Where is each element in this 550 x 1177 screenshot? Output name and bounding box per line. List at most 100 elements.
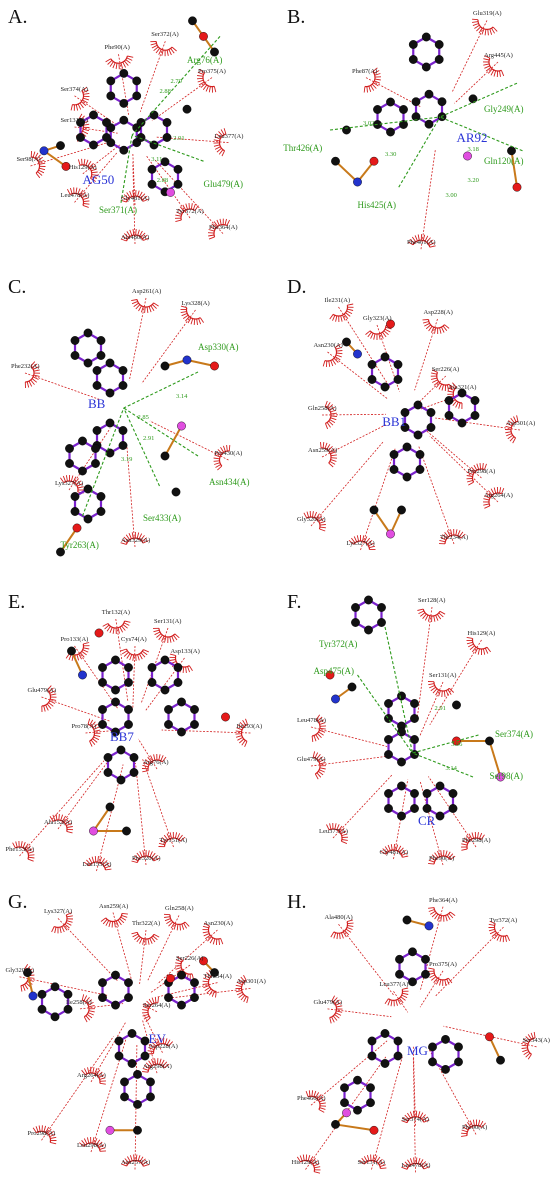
interaction-diagram xyxy=(329,18,523,250)
atom xyxy=(105,448,115,458)
residue-label: Ser98(A) xyxy=(16,156,41,163)
hydrophobic-contact-arc xyxy=(488,920,511,943)
residue-label: Asp301(A) xyxy=(236,978,266,986)
atom xyxy=(470,411,480,420)
atom xyxy=(127,1029,137,1038)
ligand-link xyxy=(116,675,166,717)
contact-line xyxy=(327,351,388,399)
residue-label: Asp261(A) xyxy=(132,288,162,295)
atom xyxy=(397,781,406,791)
contact-line xyxy=(135,762,147,866)
atom xyxy=(397,505,406,515)
contact-line xyxy=(429,435,499,503)
contact-line xyxy=(412,1057,416,1173)
residue-label: Thr234(A) xyxy=(440,534,469,541)
atom xyxy=(421,954,430,964)
residue-label: Ser374(A) xyxy=(401,1115,429,1123)
residue-label: Asn329(A) xyxy=(121,537,151,544)
atom xyxy=(124,663,133,672)
atom xyxy=(413,400,423,410)
contact-line xyxy=(429,639,482,726)
contact-line xyxy=(19,760,105,857)
residue-label: Tyr151(A) xyxy=(159,837,188,844)
hbond-residue-label: Tyr372(A) xyxy=(319,639,358,649)
hydrophobic-contact-arc xyxy=(320,442,338,468)
atom xyxy=(422,789,432,798)
residue-label: Phe364(A) xyxy=(429,896,458,904)
hydrophobic-contact-arc xyxy=(131,850,160,864)
atom xyxy=(410,714,419,723)
atom xyxy=(94,628,104,638)
residue-bond xyxy=(373,509,392,535)
atom xyxy=(173,164,183,174)
atom xyxy=(331,1119,340,1129)
atom xyxy=(132,91,142,101)
atom xyxy=(190,993,199,1003)
atom xyxy=(106,76,116,86)
atom xyxy=(410,789,419,798)
atom xyxy=(147,663,157,672)
atom xyxy=(366,1098,375,1108)
atom xyxy=(325,670,335,680)
atom xyxy=(364,625,373,635)
panel-letter: G. xyxy=(8,891,28,913)
hydrophobic-contact-arc xyxy=(235,718,248,747)
atom xyxy=(441,1034,450,1044)
atom xyxy=(92,381,102,390)
contact-line xyxy=(414,318,438,391)
atom xyxy=(124,705,133,714)
hydrophobic-contact-arc xyxy=(430,369,453,392)
atom xyxy=(65,459,74,468)
atom xyxy=(470,396,480,405)
atom xyxy=(124,993,133,1003)
residue-label: Ser131(A) xyxy=(357,1159,385,1167)
atom xyxy=(72,523,82,533)
hbond-distance-label: 2.91 xyxy=(143,435,155,442)
residue-label: Ser374(A) xyxy=(60,85,88,93)
panel-letter: C. xyxy=(8,276,27,298)
contact-line xyxy=(420,150,436,250)
contact-line xyxy=(419,970,444,1008)
atom xyxy=(164,720,173,729)
residue-label: Phe466(A) xyxy=(297,1095,326,1103)
residue-label: Ala152(A) xyxy=(44,819,73,826)
atom xyxy=(50,982,60,992)
atom xyxy=(399,120,408,129)
atom xyxy=(395,969,404,979)
atom xyxy=(111,727,120,737)
atom xyxy=(386,319,395,329)
hbond-residue-label: Asp330(A) xyxy=(198,342,239,352)
residue-label: Leu377(A) xyxy=(319,828,348,835)
hydrophobic-contact-arc xyxy=(87,718,101,747)
atom xyxy=(177,970,186,980)
atom xyxy=(415,450,425,459)
ligand-link xyxy=(391,109,430,117)
residue-label: Leu377(A) xyxy=(379,981,409,989)
contact-line xyxy=(417,606,433,717)
contact-line xyxy=(418,446,455,545)
contact-line xyxy=(139,41,166,112)
atom xyxy=(147,678,157,687)
hbond-distance-label: 2.91 xyxy=(434,705,446,712)
atom xyxy=(160,361,170,371)
hydrophobic-contact-arc xyxy=(67,187,90,208)
contact-line xyxy=(142,1003,158,1013)
atom xyxy=(353,349,362,359)
atom xyxy=(111,697,120,707)
residue-label: Cys74(A) xyxy=(121,636,147,643)
contact-line xyxy=(57,753,114,830)
contact-line xyxy=(419,906,444,992)
atom xyxy=(347,682,357,692)
atom xyxy=(507,146,516,156)
hbond-residue-label: Asp475(A) xyxy=(313,666,355,676)
panel-letter: D. xyxy=(287,276,307,298)
hydrophobic-contact-arc xyxy=(81,1066,107,1085)
atom xyxy=(426,423,436,432)
atom xyxy=(56,547,65,557)
atom xyxy=(468,94,478,104)
atom xyxy=(434,55,444,64)
hydrophobic-contact-arc xyxy=(305,1090,327,1113)
hydrophobic-contact-arc xyxy=(438,528,466,545)
contact-line xyxy=(68,428,111,491)
